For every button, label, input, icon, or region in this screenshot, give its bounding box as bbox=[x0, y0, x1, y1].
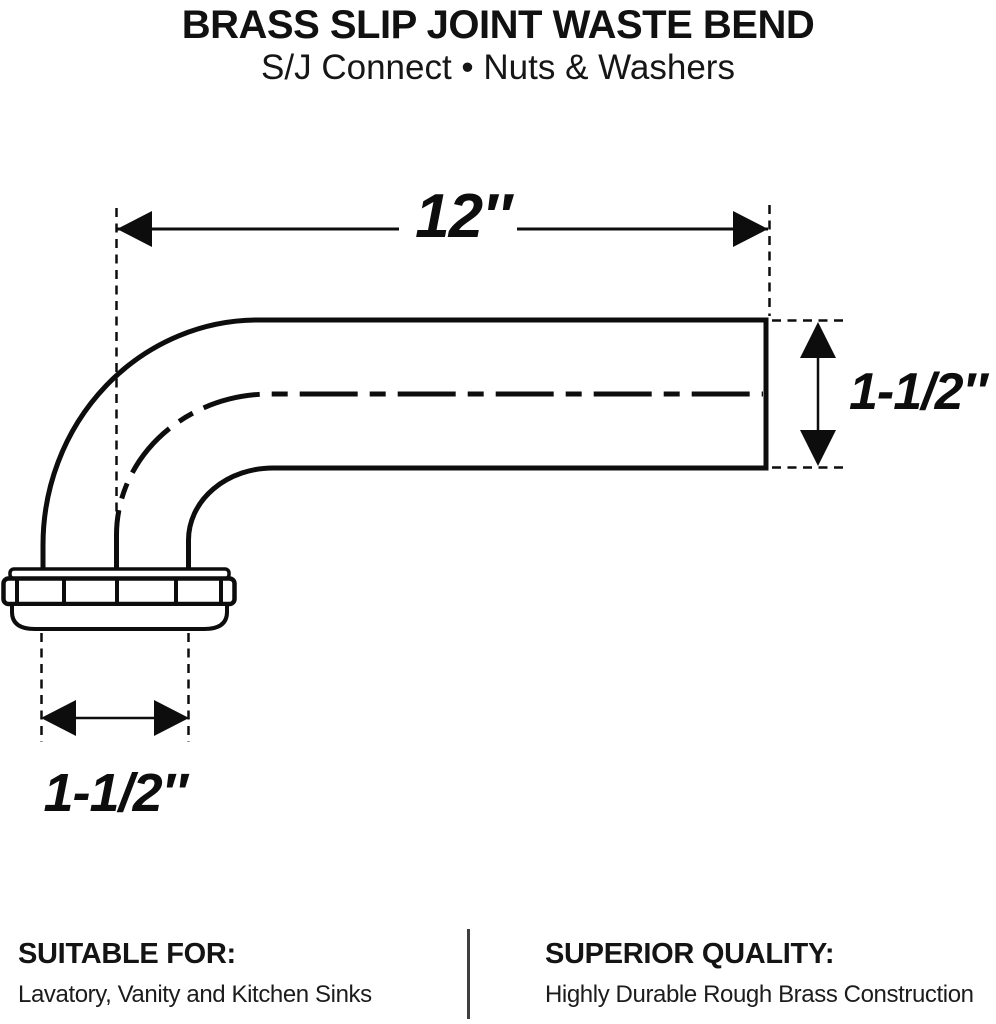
pipe-inner-edge bbox=[186, 465, 766, 571]
nut-skirt bbox=[10, 602, 229, 631]
footer: SUITABLE FOR: Lavatory, Vanity and Kitch… bbox=[0, 925, 996, 1024]
suitable-for-heading: SUITABLE FOR: bbox=[18, 938, 236, 970]
pipe-outer-edge bbox=[40, 317, 766, 571]
header: BRASS SLIP JOINT WASTE BEND S/J Connect … bbox=[0, 0, 996, 87]
length-dimension bbox=[115, 205, 771, 566]
pipe-centerline-icon bbox=[114, 391, 763, 568]
superior-quality-section: SUPERIOR QUALITY: Highly Durable Rough B… bbox=[545, 925, 995, 1009]
outlet-dimension bbox=[40, 633, 190, 742]
superior-quality-body: Highly Durable Rough Brass Construction bbox=[545, 981, 974, 1008]
footer-divider bbox=[467, 929, 470, 1019]
waste-bend-pipe-icon bbox=[40, 317, 769, 571]
suitable-for-body: Lavatory, Vanity and Kitchen Sinks bbox=[18, 981, 372, 1008]
superior-quality-heading: SUPERIOR QUALITY: bbox=[545, 938, 835, 970]
arrowhead-left-icon bbox=[41, 700, 76, 736]
od-dimension-label: 1-1/2″ bbox=[849, 363, 987, 421]
technical-diagram: 12″ 1-1/2″ 1-1/2″ bbox=[1, 182, 987, 823]
slip-joint-nut-icon bbox=[1, 567, 237, 631]
length-dimension-label: 12″ bbox=[415, 182, 512, 251]
arrowhead-right-icon bbox=[733, 211, 768, 247]
suitable-for-section: SUITABLE FOR: Lavatory, Vanity and Kitch… bbox=[18, 925, 448, 1009]
arrowhead-down-icon bbox=[800, 430, 836, 466]
page-subtitle: S/J Connect • Nuts & Washers bbox=[261, 48, 735, 87]
nut-facet-lines bbox=[15, 579, 223, 604]
arrowhead-up-icon bbox=[800, 322, 836, 358]
waste-bend-drawing bbox=[1, 205, 845, 742]
od-dimension bbox=[772, 319, 845, 469]
arrowhead-right-icon bbox=[154, 700, 189, 736]
outlet-dimension-label: 1-1/2″ bbox=[43, 763, 188, 823]
arrowhead-left-icon bbox=[117, 211, 152, 247]
page-title: BRASS SLIP JOINT WASTE BEND bbox=[181, 3, 815, 47]
